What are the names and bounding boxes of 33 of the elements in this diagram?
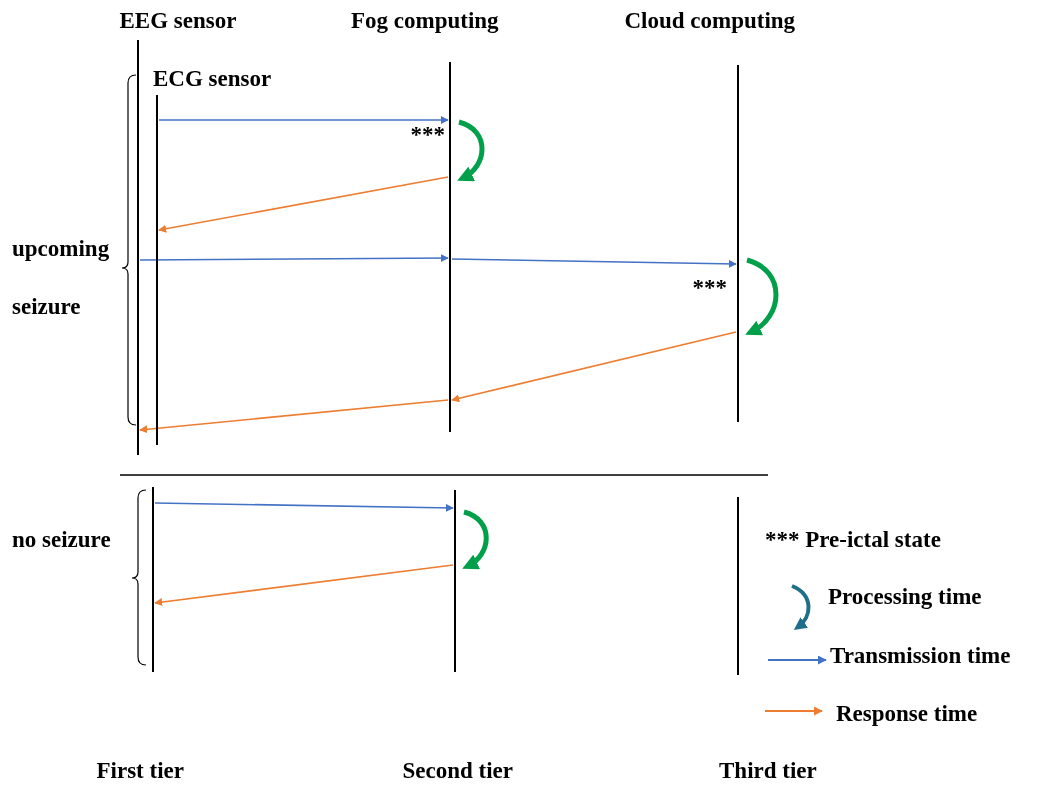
lifeline xyxy=(737,65,739,422)
bracket-label: no seizure xyxy=(12,527,111,553)
lifeline-heading: Cloud computing xyxy=(624,8,796,34)
legend-label: *** Pre-ictal state xyxy=(765,527,941,553)
processing-arrow xyxy=(462,509,489,570)
arrow xyxy=(451,258,737,268)
lifeline-heading: EEG sensor xyxy=(119,8,237,34)
arrow xyxy=(139,254,449,263)
arrow xyxy=(158,116,449,124)
legend-label: Processing time xyxy=(828,584,982,610)
arrow xyxy=(154,502,454,512)
lifeline xyxy=(449,62,451,432)
lifeline xyxy=(737,497,739,675)
lifeline-heading: Third tier xyxy=(719,758,817,784)
lifeline xyxy=(137,40,139,455)
arrow xyxy=(139,399,449,434)
lifeline-heading: ECG sensor xyxy=(153,66,272,92)
bracket-label: upcoming seizure xyxy=(12,235,111,321)
arrow xyxy=(158,176,449,233)
state-mark: *** xyxy=(410,122,445,148)
arrow xyxy=(451,331,737,403)
lifeline xyxy=(152,487,154,672)
lifeline xyxy=(156,95,158,445)
lifeline-heading: Fog computing xyxy=(351,8,499,34)
lifeline-heading: Second tier xyxy=(402,758,513,784)
arrow xyxy=(154,564,454,607)
lifeline-heading: First tier xyxy=(96,758,184,784)
processing-arrow xyxy=(745,257,779,336)
lifeline xyxy=(454,490,456,672)
state-mark: *** xyxy=(692,275,727,301)
legend-label: Response time xyxy=(836,701,978,727)
legend-label: Transmission time xyxy=(830,643,1011,669)
processing-arrow xyxy=(457,119,485,182)
